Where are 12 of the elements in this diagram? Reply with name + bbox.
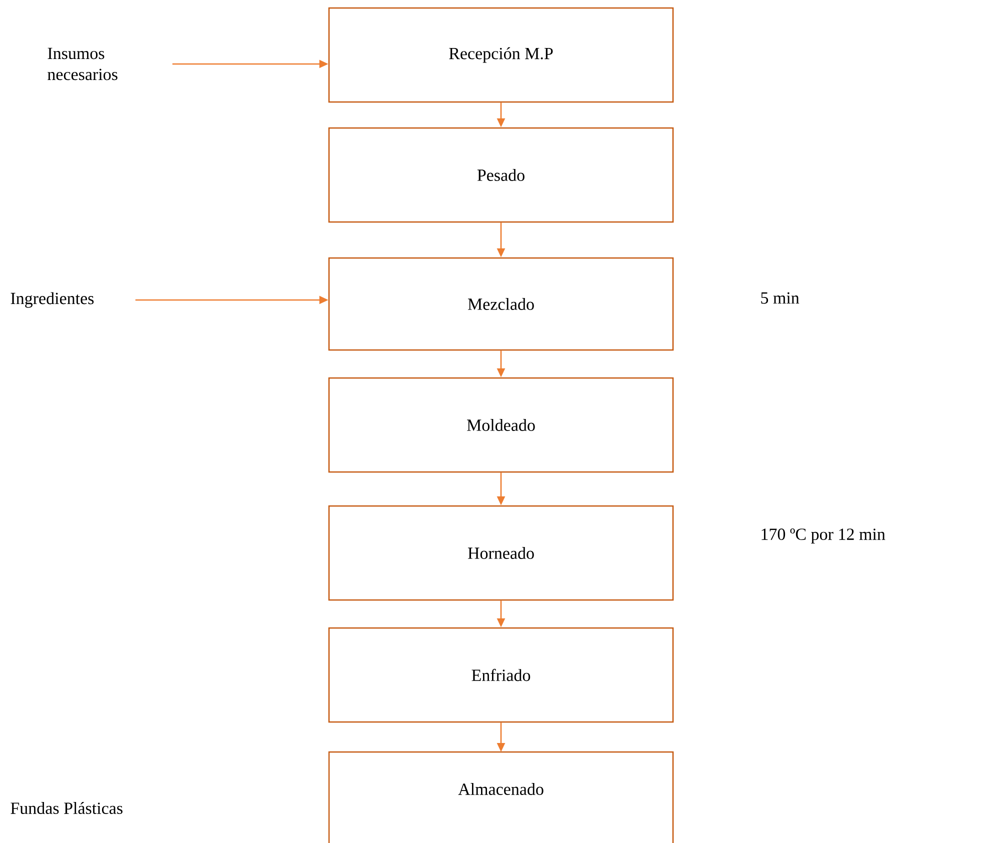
process-box: Recepción M.P — [328, 7, 674, 103]
process-box: Moldeado — [328, 377, 674, 473]
process-box: Almacenado — [328, 751, 674, 843]
process-box: Horneado — [328, 505, 674, 601]
input-text: Ingredientes — [10, 292, 94, 308]
step-note: 170 ºC por 12 min — [762, 528, 886, 544]
process-box: Enfriado — [328, 627, 674, 723]
step-note: 5 min — [761, 292, 800, 304]
process-box: Pesado — [328, 127, 674, 223]
input-text: Insumos necesarios — [48, 48, 118, 80]
material-label: Fundas Plásticas — [10, 802, 122, 814]
process-box: Mezclado — [328, 257, 674, 351]
